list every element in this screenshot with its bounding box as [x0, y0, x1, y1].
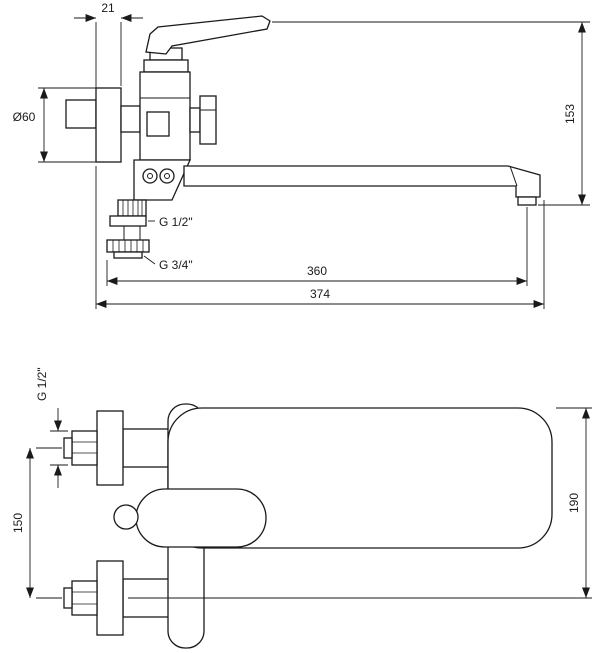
bottom-hex-flat-lines	[72, 591, 97, 605]
top-mount-hex-nut	[71, 430, 98, 466]
inlet-thread-label: G 1/2"	[159, 215, 193, 229]
top-mount-thread-end	[63, 437, 73, 459]
shower-thread-label: G 3/4"	[159, 258, 193, 272]
shower-thread-hatch	[112, 240, 144, 252]
dim-escutcheon-diameter: Ø60	[13, 87, 96, 163]
dim-190-label-group: 190	[567, 493, 581, 513]
union-nut-dot-left	[142, 168, 158, 184]
union-nut-center-right	[164, 173, 170, 179]
dim-height: 153	[272, 21, 590, 206]
inlet-thread-callout: G 1/2"	[148, 215, 193, 229]
body-inner-detail	[146, 111, 170, 137]
bottom-mount-flange	[96, 560, 124, 636]
dim-153-label-group: 153	[563, 104, 577, 124]
union-nut-dot-right	[159, 168, 175, 184]
dim-190-label: 190	[567, 493, 581, 513]
dim-360-label: 360	[307, 264, 327, 278]
inlet-thread-hatch	[122, 200, 143, 216]
dim-21-label: 21	[101, 1, 115, 15]
bottom-mount-hex-nut	[71, 580, 98, 616]
escutcheon-plate	[95, 87, 122, 163]
handle-lever	[145, 15, 271, 55]
cartridge-collar	[143, 59, 189, 73]
handle-plan	[135, 488, 267, 548]
shower-thread-callout: G 3/4"	[143, 255, 193, 272]
plan-inlet-thread-label: G 1/2"	[35, 367, 49, 401]
shower-fitting-collar	[113, 251, 143, 259]
top-hex-flat-lines	[72, 441, 97, 454]
plan-inlet-thread-callout: G 1/2"	[35, 367, 68, 488]
top-mount-pipe	[122, 428, 171, 468]
dim-374-label: 374	[310, 287, 330, 301]
side-view: 21 Ø60 153 G 1/2" G 3/4"	[13, 1, 590, 309]
top-mount-flange	[96, 410, 124, 486]
body-connector	[120, 105, 141, 133]
spout-aerator	[517, 196, 537, 206]
dim-overall-length: 374	[95, 166, 545, 309]
wall-bracket	[65, 99, 97, 129]
diverter-knob	[199, 95, 217, 145]
spout-nozzle-joint	[509, 165, 518, 187]
dim-d60-label: Ø60	[13, 110, 36, 124]
bottom-mount-thread-end	[63, 587, 73, 609]
dim-150-label-group: 150	[11, 513, 25, 533]
diverter-stem	[189, 107, 201, 133]
leader-line	[143, 255, 156, 265]
union-nut-center-left	[147, 173, 153, 179]
dim-overall-depth: 190	[128, 407, 592, 599]
dim-153-label: 153	[563, 104, 577, 124]
dim-spout-reach: 360	[106, 207, 528, 286]
inlet-locknut	[109, 215, 147, 227]
plan-view: G 1/2" 150 190	[11, 367, 592, 649]
plan-inlet-thread-label-group: G 1/2"	[35, 367, 49, 401]
spout	[183, 165, 541, 198]
dim-escutcheon-depth: 21	[74, 1, 143, 98]
handle-end-cap	[113, 504, 139, 530]
dim-inlet-spacing: 150	[11, 447, 62, 599]
dim-150-label: 150	[11, 513, 25, 533]
